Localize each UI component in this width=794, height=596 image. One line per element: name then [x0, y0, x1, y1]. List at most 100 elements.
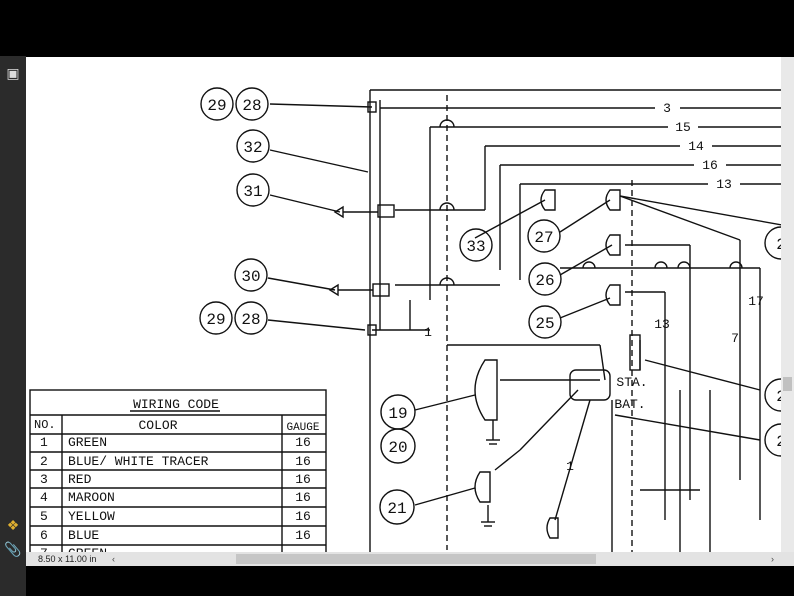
table-cell-color: MAROON — [68, 490, 115, 505]
wire-number: 1 — [566, 459, 574, 474]
attachment-icon[interactable]: 📎 — [4, 541, 22, 557]
top-bar — [0, 0, 794, 56]
scroll-left-button[interactable]: ‹ — [112, 554, 115, 564]
table-cell-color: YELLOW — [68, 509, 115, 524]
callout-label: 26 — [535, 272, 554, 290]
callout-circle — [235, 87, 269, 121]
callout-label: 28 — [242, 97, 261, 115]
table-cell-color: RED — [68, 472, 92, 487]
table-cell-no: 3 — [40, 472, 48, 487]
table-cell-gauge: 16 — [295, 435, 311, 450]
sidebar: ▣ ❖ 📎 — [0, 56, 26, 596]
table-cell-gauge: 16 — [295, 509, 311, 524]
wire-number: 13 — [654, 317, 670, 332]
table-cell-gauge: 16 — [295, 472, 311, 487]
table-cell-color: BLUE/ WHITE TRACER — [68, 454, 209, 469]
callout-circle — [234, 258, 268, 292]
wire-number: 1 — [424, 325, 432, 340]
lamp-icon — [605, 189, 621, 211]
terminal-label: STA. — [616, 375, 647, 390]
ignition-switch-icon — [569, 369, 611, 401]
callout-circle — [764, 378, 781, 412]
table-cell-gauge: 16 — [295, 528, 311, 543]
callout-circle — [764, 423, 781, 457]
wire-number: 14 — [688, 139, 704, 154]
callout-circle — [200, 87, 234, 121]
callout-circle — [528, 305, 562, 339]
callout-circle — [764, 226, 781, 260]
document-icon[interactable]: ▣ — [6, 65, 20, 81]
table-cell-no: 1 — [40, 435, 48, 450]
wiring-diagram: 29 28 32 31 30 29 28 33 27 26 25 19 20 2… — [29, 87, 781, 552]
table-cell-color: GREEN — [68, 546, 107, 552]
callout-circle — [380, 428, 416, 464]
table-title: WIRING CODE — [133, 397, 219, 412]
callout-circle — [527, 219, 561, 253]
scroll-right-button[interactable]: › — [771, 554, 774, 564]
table-cell-no: 6 — [40, 528, 48, 543]
column-header: NO. — [34, 418, 56, 432]
callout-circle — [379, 489, 415, 525]
headlamp-icon — [474, 359, 498, 421]
callout-circle — [459, 228, 493, 262]
wire-number: 16 — [702, 158, 718, 173]
callout-label: 19 — [388, 405, 407, 423]
table-cell-color: BLUE — [68, 528, 99, 543]
connector-icon — [367, 324, 377, 336]
lamp-icon — [546, 517, 559, 539]
vertical-scrollbar[interactable] — [781, 57, 794, 552]
callout-circle — [236, 173, 270, 207]
column-header: COLOR — [138, 418, 177, 433]
bookmark-icon[interactable]: ❖ — [6, 517, 20, 533]
callout-circle — [528, 262, 562, 296]
callout-label: 33 — [466, 238, 485, 256]
table-cell-no: 5 — [40, 509, 48, 524]
callout-label: 21 — [387, 500, 406, 518]
wire-number: 17 — [748, 294, 764, 309]
callout-label: 20 — [388, 439, 407, 457]
callout-label: 27 — [534, 229, 553, 247]
callout-label: 2 — [776, 388, 781, 406]
callout-label: 32 — [243, 139, 262, 157]
lamp-icon — [540, 189, 556, 211]
scrollbar-thumb[interactable] — [783, 377, 792, 391]
callout-circle — [234, 301, 268, 335]
lamp-icon — [605, 234, 621, 256]
bottom-margin — [26, 566, 794, 596]
callout-label: 25 — [535, 315, 554, 333]
callout-label: 2 — [776, 236, 781, 254]
status-bar: 8.50 x 11.00 in ‹ › — [26, 552, 794, 566]
callout-label: 29 — [206, 311, 225, 329]
table-cell-color: GREEN — [68, 435, 107, 450]
connector-icon — [372, 283, 390, 297]
wire-number: 7 — [731, 331, 739, 346]
connector-icon — [367, 101, 377, 113]
callout-label: 31 — [243, 183, 262, 201]
table-cell-no: 2 — [40, 454, 48, 469]
switch-icon — [333, 205, 378, 219]
column-header: GAUGE — [286, 422, 319, 434]
lamp-icon — [605, 284, 621, 306]
table-cell-gauge: 16 — [295, 490, 311, 505]
page-size-label: 8.50 x 11.00 in — [38, 554, 97, 564]
switch-icon — [328, 283, 373, 297]
connector-icon — [377, 204, 395, 218]
callout-circle — [199, 301, 233, 335]
callout-label: 28 — [241, 311, 260, 329]
wire-number: 3 — [663, 101, 671, 116]
table-cell-gauge: 16 — [295, 454, 311, 469]
callout-label: 2 — [776, 433, 781, 451]
document-page: 29 28 32 31 30 29 28 33 27 26 25 19 20 2… — [26, 57, 781, 552]
callout-circle — [236, 129, 270, 163]
wire-number: 15 — [675, 120, 691, 135]
callout-label: 30 — [241, 268, 260, 286]
table-cell-no: 4 — [40, 490, 48, 505]
lamp-icon — [474, 471, 491, 503]
terminal-label: BAT. — [614, 397, 645, 412]
table-cell-no: 7 — [40, 546, 48, 552]
relay-icon — [629, 334, 641, 371]
wire-number: 13 — [716, 177, 732, 192]
horizontal-scrollbar-thumb[interactable] — [236, 554, 596, 564]
callout-label: 29 — [207, 97, 226, 115]
wiring-code-table: WIRING CODE NO. COLOR GAUGE — [29, 389, 327, 552]
